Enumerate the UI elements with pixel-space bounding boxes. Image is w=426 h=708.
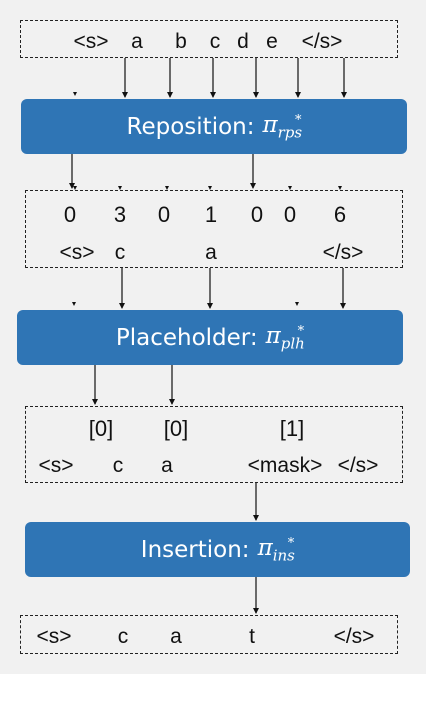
reposition-token: <s> (59, 241, 95, 264)
insertion-policy-symbol: πins* (257, 534, 295, 565)
insertion-label: Insertion: (140, 536, 250, 563)
reposition-token: </s> (322, 241, 364, 264)
position-marker (118, 186, 122, 190)
reposition-index: 0 (283, 202, 297, 227)
reposition-output-box (25, 190, 403, 268)
placeholder-module: Placeholder: πplh* (17, 310, 403, 365)
input-token: <s> (73, 30, 109, 53)
reposition-token: c (114, 241, 126, 264)
reposition-index: 3 (113, 202, 127, 227)
placeholder-token: a (161, 454, 173, 477)
reposition-module: Reposition: πrps* (21, 99, 407, 154)
placeholder-policy-symbol: πplh* (265, 322, 305, 353)
reposition-token: a (205, 241, 217, 264)
position-marker (295, 302, 299, 306)
final-token: <s> (36, 625, 72, 648)
reposition-index: 1 (204, 202, 218, 227)
final-token: t (249, 625, 255, 648)
input-token: d (237, 30, 249, 53)
placeholder-token: c (112, 454, 124, 477)
final-token: </s> (333, 625, 375, 648)
placeholder-label: Placeholder: (115, 324, 258, 351)
input-token: e (266, 30, 278, 53)
input-token: c (209, 30, 221, 53)
input-token: </s> (301, 30, 343, 53)
placeholder-count: [1] (279, 416, 305, 441)
insertion-module: Insertion: πins* (25, 522, 410, 577)
reposition-policy-symbol: πrps* (262, 111, 303, 142)
final-output-box (20, 615, 398, 654)
placeholder-count: [0] (163, 416, 189, 441)
input-sequence-box (20, 20, 398, 58)
position-marker (73, 186, 77, 190)
position-marker (288, 186, 292, 190)
reposition-index: 0 (63, 202, 77, 227)
final-token: c (117, 625, 129, 648)
placeholder-count: [0] (88, 416, 114, 441)
position-marker (165, 186, 169, 190)
reposition-index: 6 (333, 202, 347, 227)
placeholder-token: <mask> (247, 454, 323, 477)
input-token: a (131, 30, 143, 53)
placeholder-output-box (25, 406, 403, 483)
reposition-index: 0 (250, 202, 264, 227)
position-marker (338, 186, 342, 190)
final-token: a (170, 625, 182, 648)
position-marker (72, 302, 76, 306)
reposition-index: 0 (157, 202, 171, 227)
input-token: b (175, 30, 187, 53)
position-marker (73, 92, 77, 96)
position-marker (208, 186, 212, 190)
reposition-label: Reposition: (126, 113, 255, 140)
placeholder-token: <s> (38, 454, 74, 477)
figure-caption-fragment (6, 686, 11, 704)
placeholder-token: </s> (337, 454, 379, 477)
